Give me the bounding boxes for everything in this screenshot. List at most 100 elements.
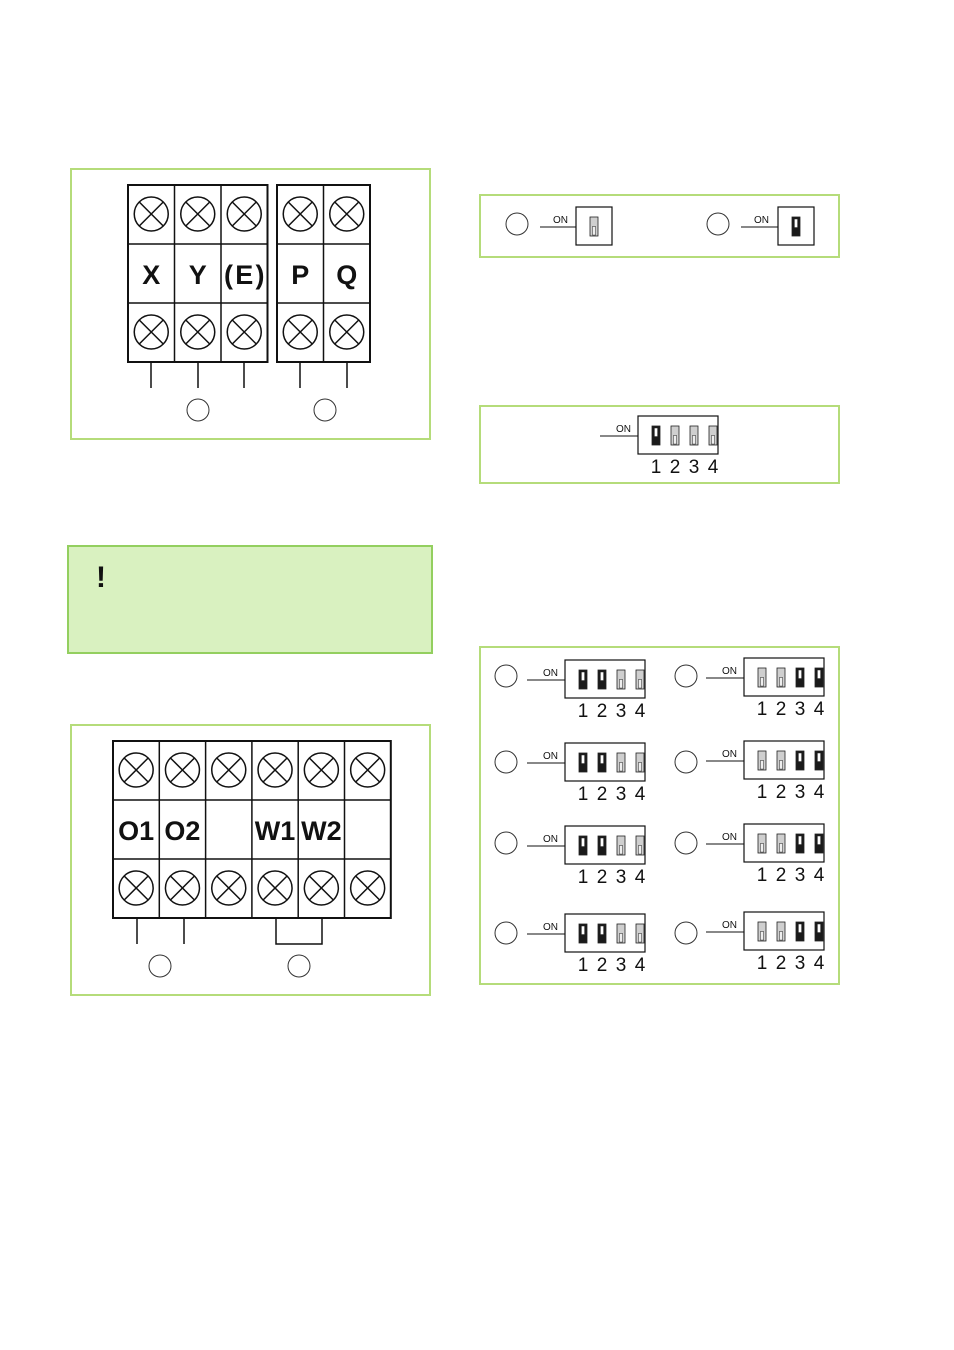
switch-knob — [581, 837, 585, 847]
switch-knob — [817, 669, 821, 679]
screw-terminal-icon — [118, 752, 154, 788]
switch-number: 4 — [814, 782, 825, 803]
switch-off — [708, 425, 718, 446]
switch-knob — [638, 845, 642, 855]
dip-switch-box — [743, 911, 825, 951]
switch-number: 3 — [616, 955, 627, 976]
screw-terminal-icon — [257, 870, 293, 906]
switch-off — [757, 750, 767, 771]
switch-number: 4 — [635, 701, 646, 722]
switch-off — [616, 835, 626, 856]
switch-number: 1 — [578, 955, 589, 976]
screw-cross — [334, 201, 360, 227]
switch-knob — [760, 931, 764, 941]
screw-circle — [211, 870, 247, 906]
terminal-label: (E) — [224, 260, 265, 290]
switch-on — [795, 750, 805, 771]
screw-terminal-icon — [226, 196, 262, 232]
screw-circle — [180, 196, 216, 232]
switch-off — [757, 833, 767, 854]
warning-icon: ! — [96, 561, 106, 594]
switch-knob — [600, 837, 604, 847]
switch-knob — [798, 835, 802, 845]
switch-knob — [673, 435, 677, 445]
switch-off — [616, 752, 626, 773]
screw-cross — [355, 757, 381, 783]
switch-on — [597, 835, 607, 856]
switch-number: 1 — [757, 953, 768, 974]
screw-cross — [287, 319, 313, 345]
screw-terminal-icon — [349, 870, 386, 906]
screw-terminal-icon — [211, 870, 247, 906]
switch-off — [689, 425, 699, 446]
switch-number: 3 — [616, 867, 627, 888]
terminal-label: W2 — [301, 816, 342, 846]
callout-circle — [505, 212, 529, 236]
screw-circle — [329, 196, 365, 232]
screw-circle — [211, 752, 247, 788]
switch-on — [814, 833, 824, 854]
callout-circle — [186, 398, 210, 422]
screw-terminal-icon — [303, 870, 340, 906]
switch-knob — [779, 843, 783, 853]
switch-knob — [619, 845, 623, 855]
screw-terminal-icon — [349, 752, 386, 788]
on-label: ON — [543, 668, 558, 679]
screw-cross — [123, 875, 149, 901]
switch-off — [757, 921, 767, 942]
terminal-label: O1 — [118, 816, 154, 846]
callout-circle — [313, 398, 337, 422]
screw-terminal-icon — [329, 196, 365, 232]
screw-circle — [303, 870, 340, 906]
on-label: ON — [616, 424, 631, 435]
switch-number: 4 — [635, 867, 646, 888]
switch-number: 2 — [597, 701, 608, 722]
terminal-label: P — [291, 260, 309, 290]
screw-terminal-icon — [133, 314, 169, 350]
screw-cross — [231, 319, 257, 345]
switch-knob — [798, 752, 802, 762]
screw-cross — [262, 757, 288, 783]
callout-circle — [494, 921, 518, 945]
screw-cross — [216, 757, 242, 783]
switch-on — [814, 750, 824, 771]
switch-knob — [581, 925, 585, 935]
screw-circle — [164, 870, 201, 906]
switch-knob — [779, 931, 783, 941]
switch-on — [651, 425, 661, 446]
switch-number: 1 — [757, 865, 768, 886]
switch-off — [589, 216, 599, 237]
switch-off — [670, 425, 680, 446]
switch-number: 3 — [795, 953, 806, 974]
screw-cross — [138, 201, 164, 227]
screw-circle — [118, 752, 154, 788]
on-label: ON — [543, 834, 558, 845]
callout-circle — [706, 212, 730, 236]
switch-off — [616, 669, 626, 690]
switch-knob — [592, 226, 596, 236]
switch-knob — [817, 923, 821, 933]
switch-on — [795, 833, 805, 854]
switch-knob — [638, 762, 642, 772]
switch-off — [635, 835, 645, 856]
terminal-divider — [128, 243, 268, 304]
screw-cross — [231, 201, 257, 227]
terminal-label: Q — [336, 260, 357, 290]
on-label: ON — [722, 749, 737, 760]
switch-off — [635, 752, 645, 773]
terminal-label: W1 — [255, 816, 296, 846]
screw-cross — [169, 875, 195, 901]
screw-terminal-icon — [133, 196, 169, 232]
screw-cross — [216, 875, 242, 901]
switch-on — [795, 667, 805, 688]
screw-circle — [257, 752, 293, 788]
screw-cross — [334, 319, 360, 345]
switch-number: 3 — [616, 784, 627, 805]
switch-knob — [619, 762, 623, 772]
switch-off — [776, 750, 786, 771]
screw-cross — [185, 201, 211, 227]
switch-number: 2 — [776, 953, 787, 974]
screw-cross — [287, 201, 313, 227]
switch-knob — [798, 923, 802, 933]
screw-circle — [133, 314, 169, 350]
